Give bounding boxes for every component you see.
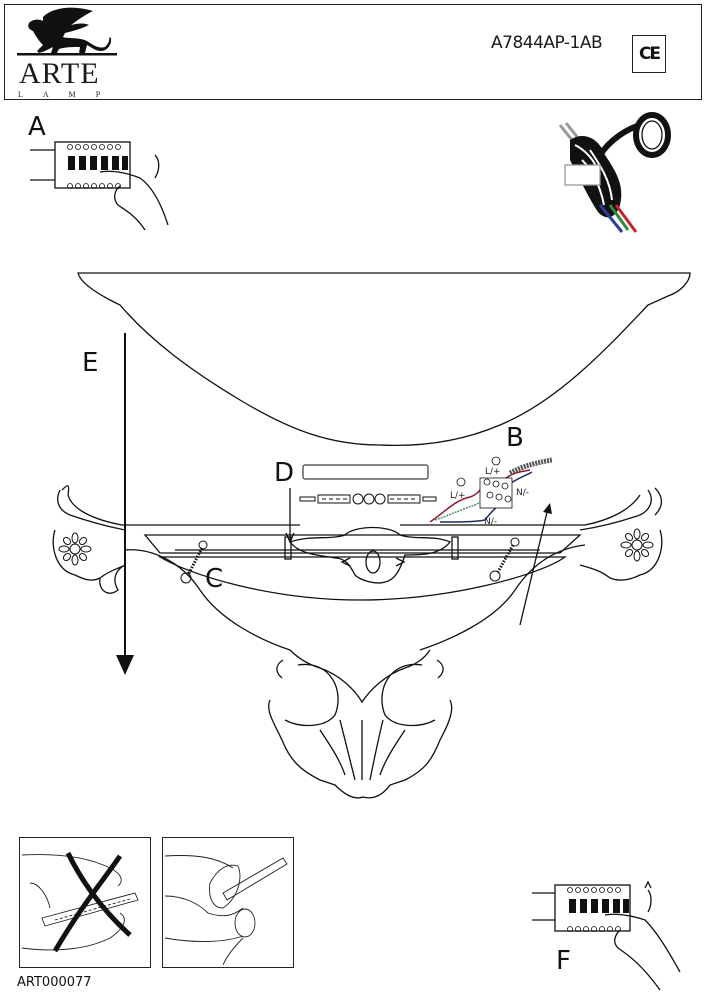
insulation-tape-illustration [558, 112, 671, 233]
step-label-d: D [274, 458, 295, 488]
breaker-panel-on-illustration [532, 880, 681, 991]
step-label-e: E [82, 348, 99, 378]
document-code: ART000077 [17, 975, 92, 990]
step-label-a: A [28, 112, 46, 142]
step-label-c: C [205, 564, 224, 594]
gloved-hand-bulb-illustration [164, 855, 288, 966]
screw-right-icon [489, 537, 520, 582]
wall-bracket-illustration [52, 485, 663, 799]
header-frame: ARTE LAMP A7844AP-1AB CE [4, 4, 702, 100]
wire-label-neutral-bottom: N/- [484, 517, 497, 527]
arrow-f-lift-icon [519, 503, 552, 626]
left-rosette-icon [58, 532, 92, 566]
brand-subtitle: LAMP [18, 90, 121, 99]
arrow-e-icon [116, 333, 134, 675]
model-number: A7844AP-1AB [491, 33, 603, 53]
wiring-connection-illustration [429, 456, 553, 523]
step-label-b: B [506, 423, 524, 453]
right-rosette-icon [620, 528, 654, 562]
breaker-panel-off-illustration [30, 141, 169, 231]
wire-label-live-left: L/+ [450, 491, 466, 501]
ce-mark-text: CE [638, 44, 661, 64]
screw-left-icon [180, 540, 208, 584]
halogen-bulb-illustration [299, 464, 437, 505]
ce-mark-icon: CE [632, 35, 666, 73]
warning-panel-bare-hands [19, 837, 151, 968]
wire-label-live-top: L/+ [485, 467, 501, 477]
step-label-f: F [556, 946, 571, 976]
wire-label-neutral-right: N/- [516, 488, 529, 498]
bare-hand-bulb-illustration [21, 851, 139, 953]
brand-name: ARTE [19, 57, 100, 90]
winged-lion-logo-icon [17, 7, 117, 56]
glass-shade [77, 272, 691, 447]
instruction-panel-gloved-hands [162, 837, 294, 968]
